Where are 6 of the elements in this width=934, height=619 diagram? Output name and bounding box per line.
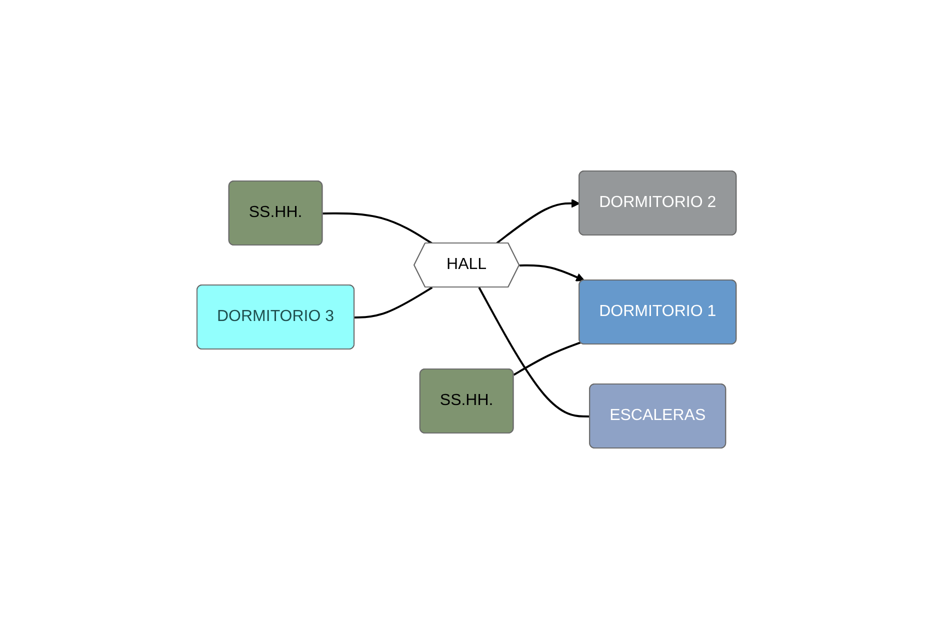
connector [323, 212, 434, 244]
arrow [496, 198, 580, 244]
connector [478, 287, 591, 418]
arrow [520, 264, 586, 282]
connector [354, 286, 434, 318]
connector [514, 342, 582, 376]
